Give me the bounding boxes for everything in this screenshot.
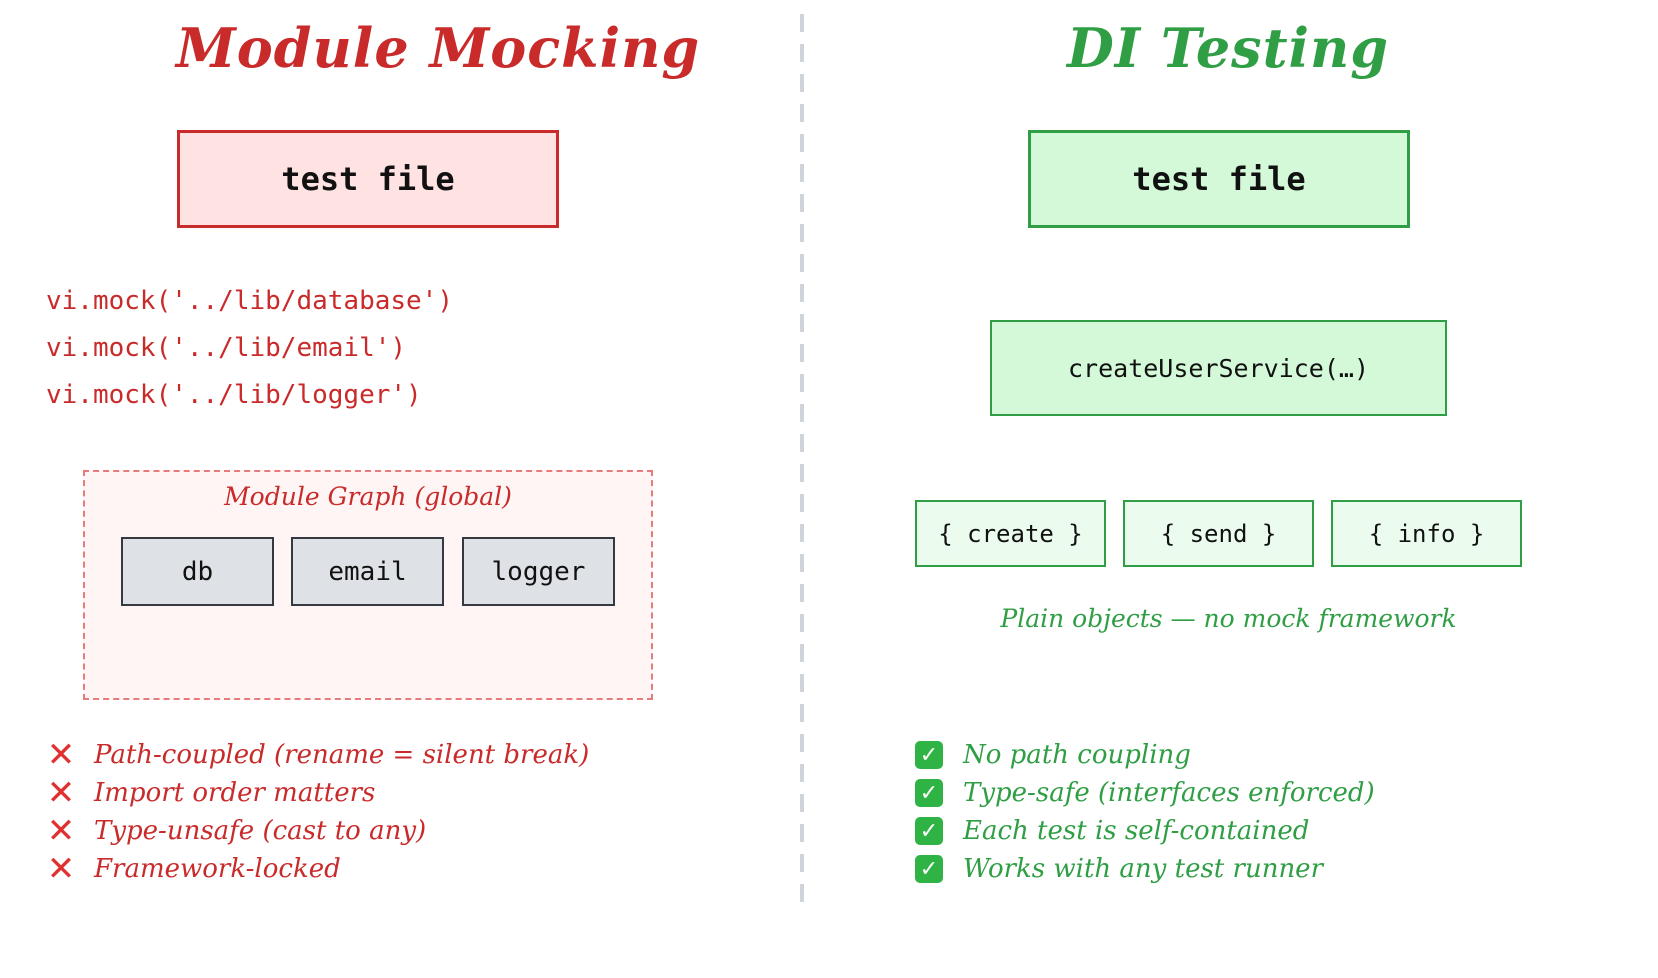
pros-item: ✓ Works with any test runner xyxy=(915,850,1375,888)
pros-item-label: Each test is self-contained xyxy=(963,816,1310,846)
cons-item: ✕ Type-unsafe (cast to any) xyxy=(46,812,589,850)
pros-item-label: Type-safe (interfaces enforced) xyxy=(963,778,1375,808)
di-testing-title: DI Testing xyxy=(1066,16,1390,80)
x-mark-icon: ✕ xyxy=(46,735,76,775)
cons-item-label: Type-unsafe (cast to any) xyxy=(94,816,427,846)
left-test-file-box: test file xyxy=(177,130,559,228)
object-create-box: { create } xyxy=(915,500,1106,567)
object-send-box: { send } xyxy=(1123,500,1314,567)
x-mark-icon: ✕ xyxy=(46,811,76,851)
cons-item-label: Framework-locked xyxy=(94,854,341,884)
pros-item-label: Works with any test runner xyxy=(963,854,1324,884)
module-mocking-title: Module Mocking xyxy=(176,16,701,80)
x-mark-icon: ✕ xyxy=(46,849,76,889)
cons-item: ✕ Framework-locked xyxy=(46,850,589,888)
check-mark-icon: ✓ xyxy=(915,779,943,807)
graph-node-email: email xyxy=(291,537,444,606)
check-mark-icon: ✓ xyxy=(915,817,943,845)
pros-item: ✓ Each test is self-contained xyxy=(915,812,1375,850)
pros-item: ✓ No path coupling xyxy=(915,736,1375,774)
object-info-box: { info } xyxy=(1331,500,1522,567)
plain-objects-note: Plain objects — no mock framework xyxy=(1000,604,1457,633)
cons-item-label: Path-coupled (rename = silent break) xyxy=(94,740,590,770)
mock-line-logger: vi.mock('../lib/logger') xyxy=(46,380,422,410)
pros-item-label: No path coupling xyxy=(963,740,1191,770)
mock-line-email: vi.mock('../lib/email') xyxy=(46,333,407,363)
right-test-file-box: test file xyxy=(1028,130,1410,228)
cons-item: ✕ Import order matters xyxy=(46,774,589,812)
mock-line-database: vi.mock('../lib/database') xyxy=(46,286,453,316)
create-user-service-box: createUserService(…) xyxy=(990,320,1447,416)
x-mark-icon: ✕ xyxy=(46,773,76,813)
pros-list: ✓ No path coupling ✓ Type-safe (interfac… xyxy=(915,736,1375,888)
cons-item-label: Import order matters xyxy=(94,778,376,808)
column-divider xyxy=(800,14,804,910)
cons-item: ✕ Path-coupled (rename = silent break) xyxy=(46,735,590,775)
graph-node-db: db xyxy=(121,537,274,606)
check-mark-icon: ✓ xyxy=(915,855,943,883)
graph-node-logger: logger xyxy=(462,537,615,606)
check-mark-icon: ✓ xyxy=(915,741,943,769)
cons-list: ✕ Path-coupled (rename = silent break) ✕… xyxy=(46,735,590,888)
module-graph-label: Module Graph (global) xyxy=(224,482,512,511)
pros-item: ✓ Type-safe (interfaces enforced) xyxy=(915,774,1375,812)
